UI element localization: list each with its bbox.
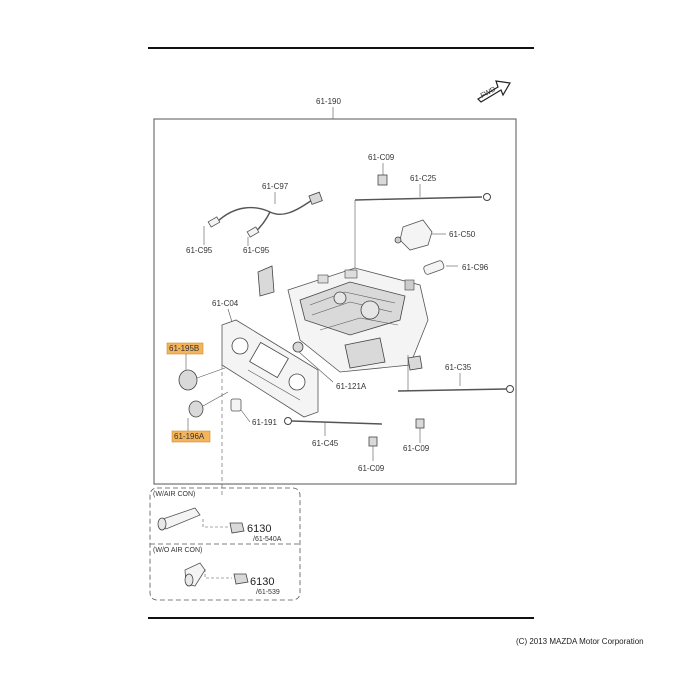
group-ref-label: 61-190 — [316, 97, 341, 106]
callout-61-c97: 61-C97 — [262, 182, 289, 191]
highlight-61-195b — [166, 342, 204, 355]
variant-2-part-number: 6130 — [250, 576, 274, 588]
part-lever-no-aircon[interactable] — [184, 562, 206, 587]
part-rod-c96[interactable] — [423, 260, 445, 275]
fwd-arrow-icon[interactable]: FWD — [477, 80, 511, 103]
callout-61-195b: 61-195B — [169, 344, 199, 353]
part-61-191[interactable] — [230, 398, 242, 412]
part-nut-121a[interactable] — [292, 341, 304, 353]
callout-61-c35: 61-C35 — [445, 363, 472, 372]
part-cable-c25[interactable] — [354, 196, 483, 201]
callout-61-c09-bottom: 61-C09 — [403, 444, 430, 453]
bottom-rule — [148, 617, 534, 619]
top-rule — [148, 47, 534, 49]
variant-1-condition: (W/AIR CON) — [153, 491, 195, 498]
part-clip-top[interactable] — [377, 174, 388, 186]
part-cable-c35[interactable] — [397, 388, 507, 392]
copyright-text: (C) 2013 MAZDA Motor Corporation — [516, 637, 644, 646]
callout-61-c45: 61-C45 — [312, 439, 339, 448]
part-bracket-left[interactable] — [257, 265, 275, 297]
part-clip-aircon[interactable] — [229, 522, 245, 534]
callout-61-196a: 61-196A — [174, 432, 205, 441]
variant-2-condition: (W/O AIR CON) — [153, 547, 202, 554]
callout-61-c95-left: 61-C95 — [186, 246, 213, 255]
variant-1-sub-ref: /61-540A — [253, 536, 282, 543]
part-motor-c50[interactable] — [394, 219, 433, 251]
part-cable-c45[interactable] — [291, 420, 383, 425]
callout-61-c09-top: 61-C09 — [368, 153, 395, 162]
part-knob-196a[interactable] — [188, 400, 204, 418]
callout-61-121a: 61-121A — [336, 382, 367, 391]
callout-61-c09-mid: 61-C09 — [358, 464, 385, 473]
variant-1-part-number: 6130 — [247, 523, 271, 535]
callout-61-c95-right: 61-C95 — [243, 246, 270, 255]
part-lever-aircon[interactable] — [157, 507, 201, 531]
callout-61-c25: 61-C25 — [410, 174, 437, 183]
part-clip-mid[interactable] — [368, 436, 378, 447]
part-knob-195b[interactable] — [178, 369, 198, 391]
callout-61-191: 61-191 — [252, 418, 277, 427]
callout-61-c96: 61-C96 — [462, 263, 489, 272]
part-clip-no-aircon[interactable] — [233, 573, 249, 585]
variant-2-sub-ref: /61-539 — [256, 589, 280, 596]
part-harness-c97[interactable] — [216, 199, 313, 223]
part-control-body[interactable] — [287, 267, 429, 373]
main-frame — [153, 118, 517, 485]
callout-61-c50: 61-C50 — [449, 230, 476, 239]
highlight-61-196a — [171, 430, 211, 443]
part-clip-right[interactable] — [415, 418, 425, 429]
callout-61-c04: 61-C04 — [212, 299, 239, 308]
